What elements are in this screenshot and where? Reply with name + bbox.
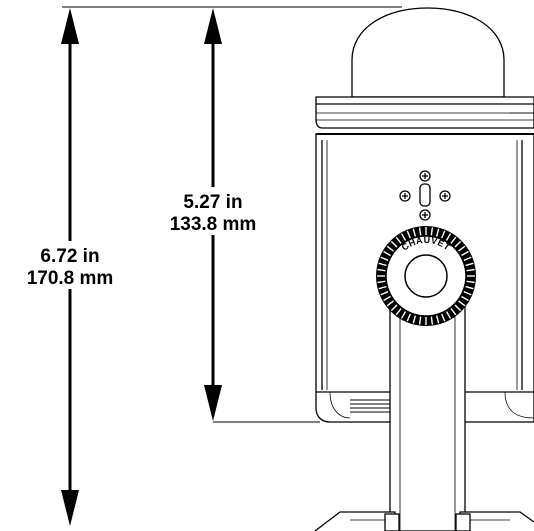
knob-tooth (450, 308, 457, 316)
base-feet (314, 511, 534, 531)
knob-tooth (461, 250, 469, 257)
knob-tooth (466, 268, 475, 272)
knob-tooth (450, 236, 457, 244)
knob-tooth (466, 280, 475, 284)
knob-tooth (465, 285, 474, 290)
knob-tooth (458, 245, 466, 252)
knob-tooth (441, 313, 446, 322)
knob-tooth (430, 227, 434, 236)
knob-tooth (377, 280, 386, 284)
knob-tooth (445, 233, 452, 241)
body-height-mm-label: 133.8 mm (170, 214, 257, 235)
body-height-inches-label: 5.27 in (183, 192, 242, 213)
knob-tooth (378, 285, 387, 290)
knob-tooth (465, 262, 474, 267)
knob-tooth (395, 236, 402, 244)
knob-tooth (383, 295, 391, 302)
knob-tooth (441, 230, 446, 239)
knob-tooth (380, 256, 389, 261)
knob-tooth (454, 240, 462, 248)
knob-tooth (463, 256, 472, 261)
knob-tooth (463, 291, 472, 296)
knob-tooth (418, 227, 422, 236)
overall-height-inches-label: 6.72 in (40, 246, 99, 267)
knob-tooth (435, 315, 440, 324)
knob-tooth (435, 228, 440, 237)
knob-tooth (400, 311, 407, 319)
knob-tooth (445, 311, 452, 319)
fixture (314, 7, 534, 531)
knob-tooth (383, 250, 391, 257)
knob-tooth (430, 316, 434, 325)
yoke-arm (389, 299, 466, 531)
knob-tooth (386, 245, 394, 252)
knob-tooth (378, 262, 387, 267)
knob-tooth (412, 315, 417, 324)
knob-tooth (458, 300, 466, 307)
knob-tooth (406, 313, 411, 322)
knob-tooth (412, 228, 417, 237)
knob-tooth (390, 240, 398, 248)
knob-tooth (380, 291, 389, 296)
knob-tooth (390, 304, 398, 312)
knob-tooth (461, 295, 469, 302)
fixture-dome (351, 7, 505, 98)
knob-tooth (395, 308, 402, 316)
fixture-top-cap (315, 96, 534, 129)
knob-tooth (400, 233, 407, 241)
knob-tooth (406, 230, 411, 239)
knob-tooth (454, 304, 462, 312)
vent-slots (350, 399, 392, 413)
overall-height-mm-label: 170.8 mm (27, 268, 114, 289)
tilt-knob (376, 226, 476, 326)
knob-tooth (377, 268, 386, 272)
screw-cluster (399, 170, 451, 221)
knob-tooth (386, 300, 394, 307)
knob-tooth (418, 316, 422, 325)
